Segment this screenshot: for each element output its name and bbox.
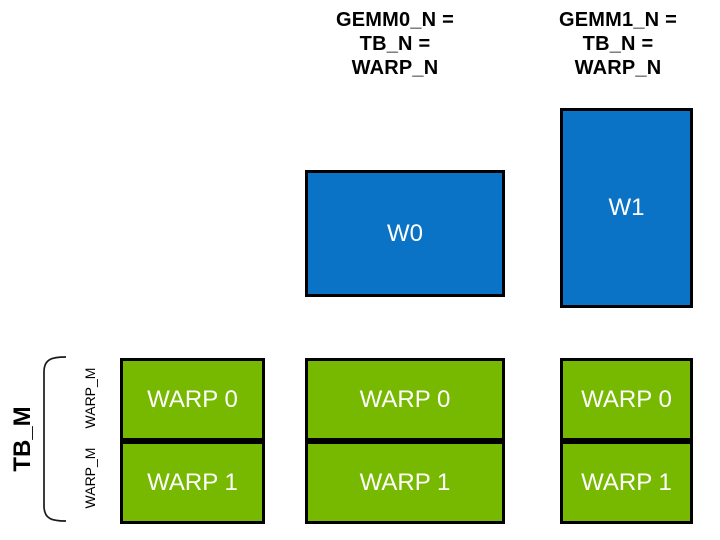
tb-m-bracket-path xyxy=(43,356,67,522)
warp-column-middle: WARP 0 WARP 1 xyxy=(305,358,505,524)
warp-tile-w1-label: W1 xyxy=(608,194,645,221)
gemm0-n-header-label: GEMM0_N = TB_N = WARP_N xyxy=(336,9,454,79)
tb-m-axis-label: TB_M xyxy=(9,406,36,472)
warp0-label: WARP 0 xyxy=(581,385,672,413)
warp-column-left: WARP 0 WARP 1 xyxy=(120,358,265,524)
warp0-label: WARP 0 xyxy=(147,385,238,413)
warp0-label: WARP 0 xyxy=(359,385,451,413)
warp1-box: WARP 1 xyxy=(120,441,265,524)
warp1-label: WARP 1 xyxy=(581,468,672,496)
warp-tile-w0-label: W0 xyxy=(387,219,423,247)
warp-tile-w0-box: W0 xyxy=(305,170,505,297)
warp1-label: WARP 1 xyxy=(359,468,451,496)
warp1-box: WARP 1 xyxy=(305,441,505,524)
gemm1-n-header-label: GEMM1_N = TB_N = WARP_N xyxy=(559,9,677,79)
warp1-box: WARP 1 xyxy=(560,441,693,524)
warp-m-label-top: WARP_M xyxy=(82,367,98,429)
warp-m-label-bottom: WARP_M xyxy=(82,447,98,509)
warp0-box: WARP 0 xyxy=(120,358,265,441)
warp-column-right: WARP 0 WARP 1 xyxy=(560,358,693,524)
warp0-box: WARP 0 xyxy=(305,358,505,441)
warp-tile-w1-box: W1 xyxy=(560,108,693,308)
tb-m-bracket xyxy=(43,356,67,522)
warp1-label: WARP 1 xyxy=(147,468,238,496)
warp0-box: WARP 0 xyxy=(560,358,693,441)
